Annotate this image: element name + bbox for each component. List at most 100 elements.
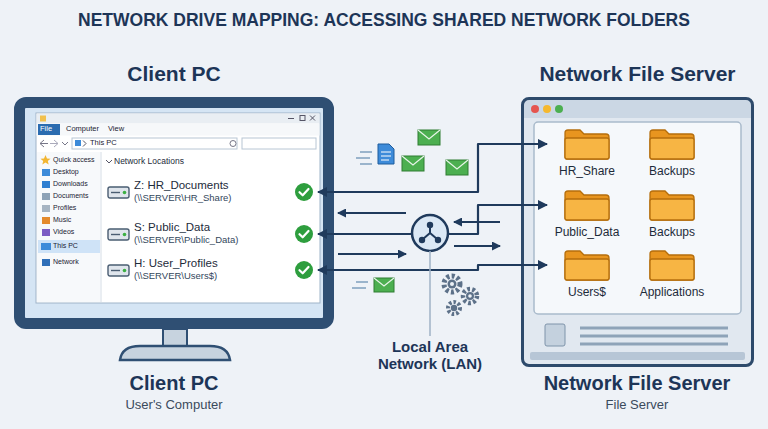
server-top-bar bbox=[524, 100, 751, 118]
lan-leader bbox=[429, 251, 431, 336]
folder-icon bbox=[563, 248, 611, 282]
explorer-window bbox=[36, 113, 320, 303]
drive-slot bbox=[111, 234, 120, 235]
server-base bbox=[530, 352, 745, 360]
vent-line bbox=[580, 343, 728, 346]
device-label: Client PC bbox=[14, 372, 334, 395]
connected-check bbox=[294, 182, 314, 202]
mapped-drive-entry: H: User_Profiles(\\SERVER\Users$) bbox=[104, 256, 318, 284]
address-chevron bbox=[83, 141, 86, 147]
device-sublabel: File Server bbox=[470, 398, 768, 413]
window-icon bbox=[40, 116, 46, 122]
network-icon bbox=[42, 259, 50, 266]
file-tab-background bbox=[38, 124, 60, 135]
node-heading: Client PC bbox=[14, 62, 334, 86]
folder-back bbox=[650, 130, 694, 159]
mapping-connector bbox=[318, 144, 547, 192]
vent-line bbox=[580, 327, 728, 330]
drive-body bbox=[108, 229, 129, 240]
hub-dot bbox=[435, 237, 441, 243]
nav-item: This PC bbox=[53, 242, 78, 250]
folder-name: Users$ bbox=[541, 285, 633, 299]
desktop-icon bbox=[42, 169, 50, 176]
search-box bbox=[242, 138, 316, 149]
check-circle bbox=[295, 225, 313, 243]
drive-text-block: Z: HR_Documents(\\SERVER\HR_Share) bbox=[134, 179, 290, 204]
file-server: Network File ServerHR_ShareBackupsPublic… bbox=[521, 97, 754, 367]
check-circle bbox=[295, 183, 313, 201]
network-drive-icon bbox=[107, 183, 131, 201]
nav-item: Network bbox=[53, 258, 79, 266]
lan-hub bbox=[412, 215, 448, 251]
profiles-icon bbox=[42, 205, 50, 212]
folder-back bbox=[565, 191, 609, 220]
envelope-flap bbox=[374, 278, 394, 286]
folder-front bbox=[565, 138, 609, 159]
nav-item: Quick access bbox=[53, 156, 95, 164]
envelope-icon bbox=[418, 130, 440, 145]
gear-hub bbox=[451, 305, 457, 311]
hub-dot bbox=[419, 237, 425, 243]
nav-item: Videos bbox=[53, 228, 74, 236]
drive-text-block: S: Public_Data(\\SERVER\Public_Data) bbox=[134, 221, 290, 246]
close-glyph bbox=[310, 116, 315, 121]
drive-bay bbox=[545, 324, 565, 346]
videos-icon bbox=[42, 229, 50, 236]
traffic-line bbox=[454, 245, 500, 247]
drive-text-block: H: User_Profiles(\\SERVER\Users$) bbox=[134, 257, 290, 282]
mapping-connector bbox=[318, 265, 547, 270]
drive-letter-name: Z: HR_Documents bbox=[134, 179, 290, 192]
nav-item: Downloads bbox=[53, 180, 88, 188]
document-lines bbox=[381, 152, 391, 160]
check-mark bbox=[300, 267, 309, 273]
folder-icon bbox=[648, 127, 696, 161]
this-pc-icon bbox=[41, 243, 51, 250]
envelope-icon bbox=[446, 160, 468, 175]
network-drive-icon bbox=[107, 261, 131, 279]
diagram-title: NETWORK DRIVE MAPPING: ACCESSING SHARED … bbox=[0, 10, 768, 31]
status-dot bbox=[555, 105, 563, 113]
server-panel bbox=[534, 122, 741, 314]
node-heading-group: Client PC bbox=[14, 62, 334, 86]
navigation-pane bbox=[37, 152, 100, 302]
unc-path: (\\SERVER\Public_Data) bbox=[134, 234, 290, 246]
documents-icon bbox=[42, 193, 50, 200]
check-mark bbox=[300, 231, 309, 237]
mapped-drive-entry: S: Public_Data(\\SERVER\Public_Data) bbox=[104, 220, 318, 248]
shared-folder: Users$ bbox=[547, 248, 627, 304]
nav-item: Music bbox=[53, 216, 71, 224]
back-arrow bbox=[40, 140, 48, 147]
shared-folder: HR_Share bbox=[547, 127, 627, 183]
address-icon bbox=[75, 140, 81, 146]
gear-icon bbox=[463, 289, 477, 303]
pane-divider bbox=[101, 152, 102, 302]
drive-light bbox=[123, 269, 127, 273]
nav-item: Documents bbox=[53, 192, 88, 200]
folder-back bbox=[565, 251, 609, 280]
drive-letter-name: H: User_Profiles bbox=[134, 257, 290, 270]
check-mark bbox=[300, 189, 309, 195]
folder-icon bbox=[648, 188, 696, 222]
ribbon-tab: File bbox=[40, 125, 52, 134]
gear-hole bbox=[450, 282, 454, 286]
maximize-glyph bbox=[300, 116, 305, 121]
folder-icon bbox=[563, 127, 611, 161]
shared-folder: Backups bbox=[632, 127, 712, 183]
folder-front bbox=[650, 259, 694, 280]
vent-line bbox=[580, 335, 728, 338]
network-drive-icon bbox=[107, 225, 131, 243]
check-circle bbox=[295, 261, 313, 279]
drive-light bbox=[123, 191, 127, 195]
ribbon-tab: Computer bbox=[66, 125, 99, 134]
shared-folder: Applications bbox=[632, 248, 712, 304]
document-icon bbox=[378, 144, 394, 164]
mapped-drive-entry: Z: HR_Documents(\\SERVER\HR_Share) bbox=[104, 178, 318, 206]
minimize-glyph bbox=[288, 118, 294, 119]
status-dot bbox=[543, 105, 551, 113]
refresh-icon bbox=[230, 141, 236, 147]
server-body bbox=[521, 97, 754, 367]
folder-back bbox=[650, 251, 694, 280]
folder-front bbox=[565, 199, 609, 220]
